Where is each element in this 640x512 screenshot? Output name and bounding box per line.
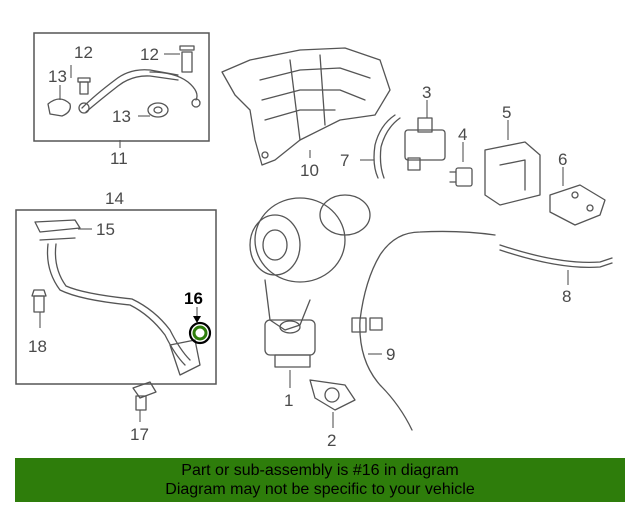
banner-line-1: Part or sub-assembly is #16 in diagram [181, 462, 459, 479]
callout-17: 17 [130, 425, 149, 444]
callout-12-left: 12 [74, 43, 93, 62]
control-module-5 [484, 141, 541, 206]
sensor-4 [449, 167, 473, 187]
oil-feed-line-assembly [47, 45, 201, 118]
callout-6: 6 [558, 150, 567, 169]
callout-9: 9 [386, 345, 395, 364]
callout-12-right: 12 [140, 45, 159, 64]
callout-15: 15 [96, 220, 115, 239]
callout-1: 1 [284, 391, 293, 410]
bracket-6 [549, 184, 606, 226]
bolt-17 [132, 381, 157, 411]
bolt-18 [31, 289, 47, 313]
info-banner: Part or sub-assembly is #16 in diagram D… [15, 458, 625, 502]
group-box-14 [15, 209, 217, 385]
callout-11: 11 [110, 149, 128, 168]
callout-2: 2 [327, 431, 336, 450]
oil-return-line-assembly [34, 219, 201, 376]
callout-13-left: 13 [48, 67, 67, 86]
callout-4: 4 [458, 125, 467, 144]
callout-14: 14 [105, 189, 124, 208]
vacuum-line-9 [359, 230, 496, 431]
gasket-16 [188, 321, 212, 345]
turbocharger-1 [249, 194, 371, 368]
callout-18: 18 [28, 337, 47, 356]
callout-16: 16 [184, 289, 203, 308]
callout-7: 7 [340, 151, 349, 170]
callout-8: 8 [562, 287, 571, 306]
heat-shield [221, 47, 391, 166]
parts-diagram: 12 12 13 13 11 10 7 3 4 5 6 14 15 16 8 9… [15, 32, 613, 450]
hose-8 [499, 244, 613, 264]
group-box-11 [33, 32, 210, 142]
callout-5: 5 [502, 103, 511, 122]
callout-13-right: 13 [112, 107, 131, 126]
solenoid-valve-3 [404, 117, 446, 171]
banner-line-2: Diagram may not be specific to your vehi… [165, 481, 475, 498]
vacuum-hose-7 [373, 114, 396, 179]
callout-10: 10 [300, 161, 319, 180]
gasket-2 [309, 379, 356, 411]
callout-3: 3 [422, 83, 431, 102]
